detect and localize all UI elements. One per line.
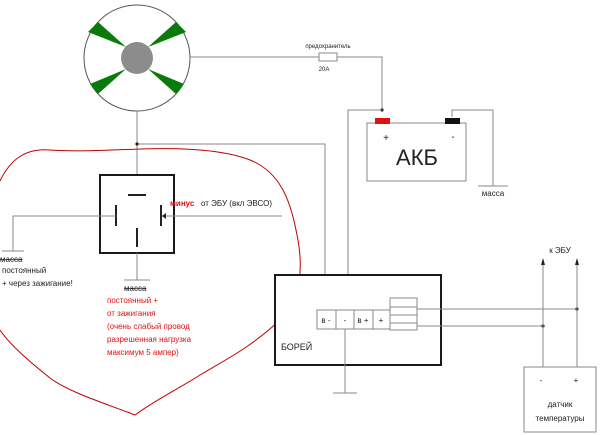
fuse-label: предохранитель xyxy=(305,44,350,50)
terminal-label: - xyxy=(344,316,347,325)
note-line: постоянный + xyxy=(107,296,158,305)
relay-control-minus-label: минус xyxy=(170,199,195,208)
battery-minus-sign: - xyxy=(451,132,454,143)
relay-left-ground-struck: масса xyxy=(0,255,23,264)
fuse-rating: 20А xyxy=(319,67,330,73)
fan-blade xyxy=(88,22,126,47)
relay-left-note-2: + через зажигание! xyxy=(2,279,73,288)
battery-plus-terminal xyxy=(375,118,390,124)
controller-connector xyxy=(389,297,418,331)
controller-terminal-block: в - - в + + xyxy=(316,309,391,330)
terminal-label: в - xyxy=(321,316,330,325)
terminal-label: в + xyxy=(357,316,368,325)
battery-ground-label: масса xyxy=(482,189,505,198)
to-ecu-label: к ЭБУ xyxy=(549,246,572,255)
sensor-minus-sign: - xyxy=(540,376,543,385)
battery-plus-sign: + xyxy=(383,133,389,144)
battery-title: АКБ xyxy=(396,145,438,170)
note-line: от зажигания xyxy=(107,309,156,318)
sensor-plus-sign: + xyxy=(574,376,579,385)
arrow-up-icon xyxy=(541,258,545,265)
note-line: (очень слабый провод xyxy=(107,322,190,331)
highlight-outline xyxy=(0,148,301,416)
sensor-label-2: температуры xyxy=(536,414,585,423)
fan-icon xyxy=(83,4,191,112)
fuse-icon xyxy=(318,52,338,62)
note-line: разрешенная нагрузка xyxy=(107,335,192,344)
wire-fan-fuse-battery xyxy=(190,56,383,110)
wire-fan-controller-minus xyxy=(137,143,326,315)
temperature-sensor-box xyxy=(523,366,597,433)
battery-minus-terminal xyxy=(445,118,460,124)
relay-left-note-1: постоянный xyxy=(2,266,46,275)
battery-box xyxy=(366,122,467,182)
relay-control-label: от ЭБУ (вкл ЭВСО) xyxy=(201,199,272,208)
fan-hub xyxy=(121,42,153,74)
fan-blade xyxy=(148,69,184,94)
relay-bottom-note: постоянный + от зажигания (очень слабый … xyxy=(107,296,192,357)
wire-battery-minus-ground xyxy=(451,109,494,186)
controller-name: БОРЕЙ xyxy=(281,341,312,352)
note-line: максимум 5 ампер) xyxy=(107,348,179,357)
terminal-label: + xyxy=(379,316,384,325)
sensor-label-1: датчик xyxy=(548,400,573,409)
fan-blade xyxy=(148,22,186,47)
fan-blade xyxy=(90,69,126,94)
wire-relay-left xyxy=(12,215,116,251)
relay-bottom-ground-struck: масса xyxy=(124,284,147,293)
arrow-up-icon xyxy=(575,258,579,265)
